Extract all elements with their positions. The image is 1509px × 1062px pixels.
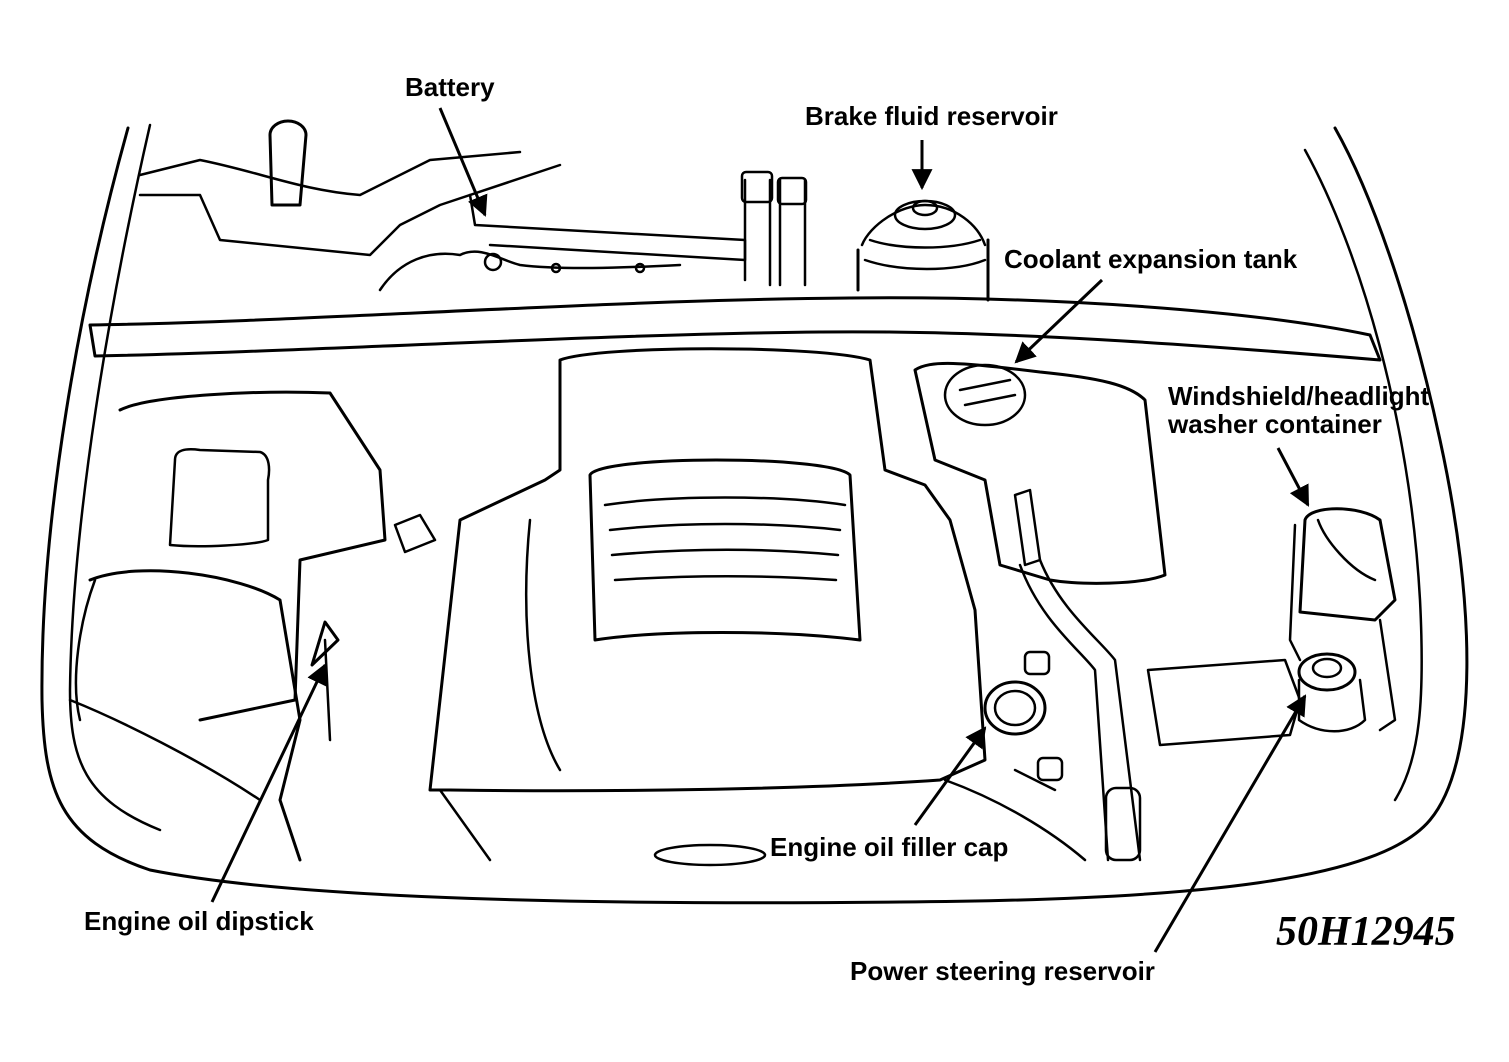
leader-oil-filler (913, 726, 987, 826)
leader-battery (438, 107, 488, 217)
label-brake-fluid-reservoir: Brake fluid reservoir (805, 101, 1058, 131)
brake-fluid-reservoir (856, 199, 990, 302)
leader-coolant (1014, 278, 1104, 364)
label-battery: Battery (405, 72, 495, 102)
air-intake (68, 390, 387, 862)
engine-cover (428, 347, 1087, 867)
battery-area (138, 119, 747, 292)
label-washer-line1: Windshield/headlight (1168, 381, 1430, 411)
hood-outline (40, 123, 1469, 905)
label-power-steering-reservoir: Power steering reservoir (850, 956, 1155, 986)
oil-filler-cap (983, 650, 1064, 792)
label-engine-oil-filler-cap: Engine oil filler cap (770, 832, 1009, 862)
label-coolant-expansion-tank: Coolant expansion tank (1004, 244, 1298, 274)
leader-lines (210, 107, 1310, 953)
washer-container (1288, 507, 1397, 662)
leader-power-steering (1153, 694, 1307, 953)
label-washer-line2: washer container (1168, 409, 1382, 439)
coolant-tank (913, 361, 1167, 862)
label-engine-oil-dipstick: Engine oil dipstick (84, 906, 314, 936)
cowl-panel (88, 296, 1382, 362)
leader-dipstick (210, 663, 327, 903)
leader-washer (1276, 447, 1310, 507)
power-steering-reservoir (1146, 618, 1397, 747)
hoses (740, 170, 808, 287)
figure-code: 50H12945 (1276, 909, 1456, 955)
dipstick-handle (310, 513, 437, 742)
